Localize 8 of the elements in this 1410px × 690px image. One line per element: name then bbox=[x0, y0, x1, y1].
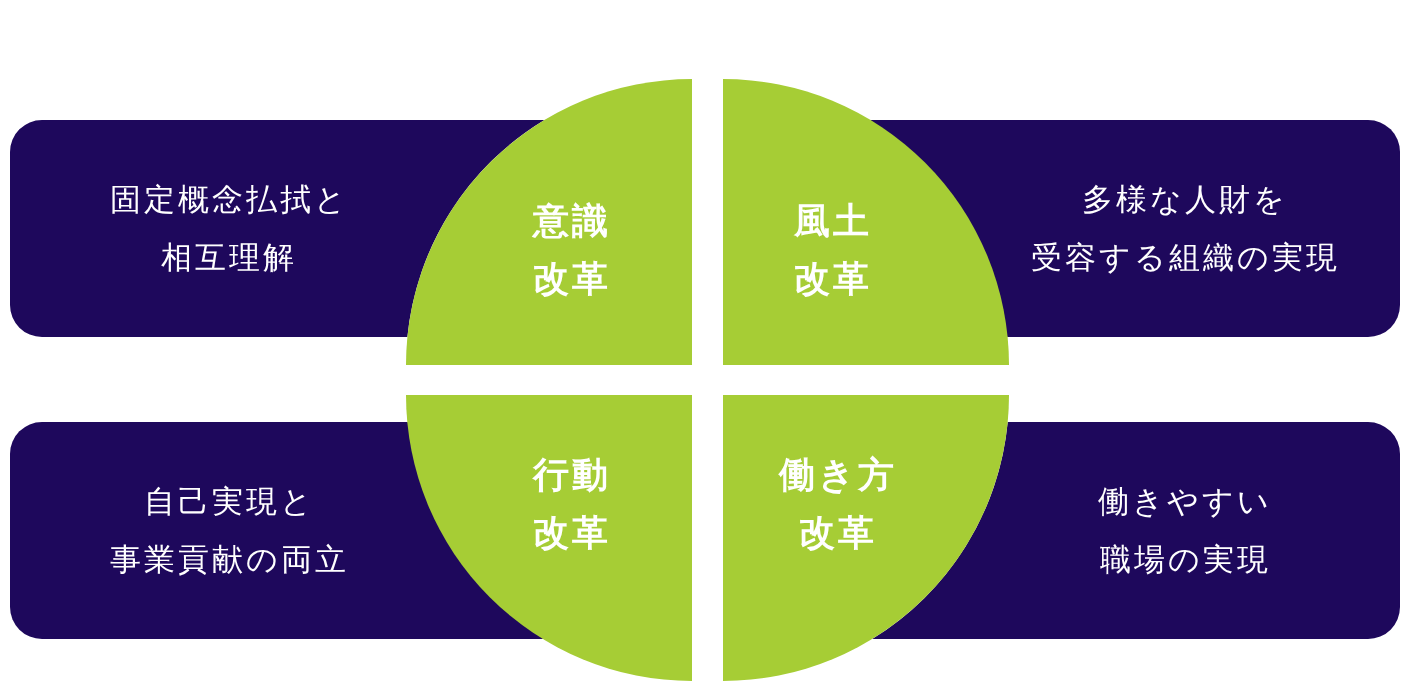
panel-text: 自己実現と事業貢献の両立 bbox=[108, 482, 350, 579]
panel-text: 多様な人財を受容する組織の実現 bbox=[1029, 180, 1341, 277]
panel-text: 働きやすい職場の実現 bbox=[1097, 482, 1273, 579]
quadrant-label: 行動改革 bbox=[531, 453, 612, 555]
panel-text: 固定概念払拭と相互理解 bbox=[108, 180, 350, 277]
quadrant-label: 風土改革 bbox=[793, 199, 873, 301]
quadrant-label: 意識改革 bbox=[531, 199, 612, 301]
quadrant-label: 働き方改革 bbox=[777, 453, 898, 555]
